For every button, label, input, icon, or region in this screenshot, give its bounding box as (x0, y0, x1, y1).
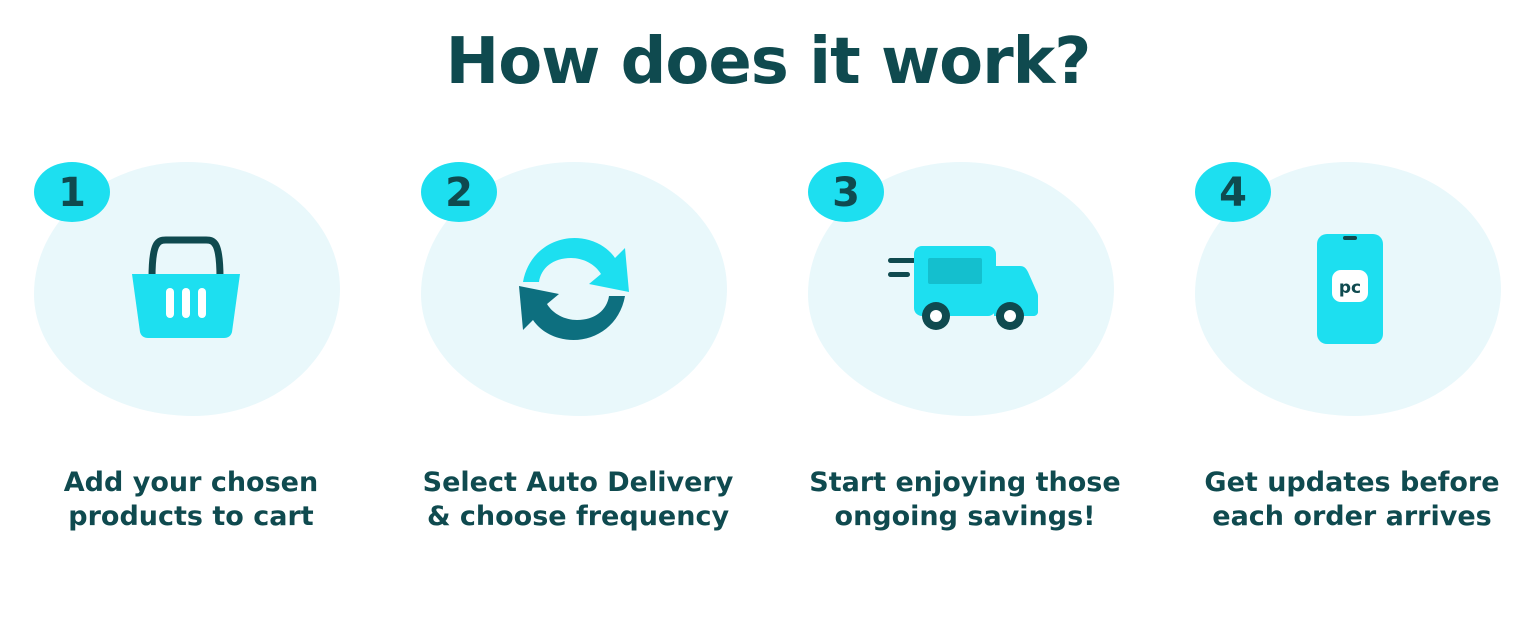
step-4-caption-line-1: Get updates before (1204, 467, 1500, 498)
step-3: 3 Start enjoying those ongoing savings! (774, 0, 1154, 637)
phone-logo: pc (1338, 278, 1362, 298)
step-1-number-badge: 1 (34, 162, 110, 222)
step-3-number-badge: 3 (808, 162, 884, 222)
step-2-caption: Select Auto Delivery & choose frequency (413, 466, 743, 534)
phone-icon (1317, 234, 1383, 344)
step-3-caption: Start enjoying those ongoing savings! (800, 466, 1130, 534)
step-1: 1 Add your chosen products to cart (0, 0, 380, 637)
step-3-caption-line-1: Start enjoying those (809, 467, 1121, 498)
step-2: 2 Select Auto Delivery & choose frequenc… (387, 0, 767, 637)
step-4-caption: Get updates before each order arrives (1187, 466, 1517, 534)
basket-icon (132, 236, 240, 338)
step-3-caption-line-2: ongoing savings! (834, 501, 1096, 532)
step-4-caption-line-2: each order arrives (1212, 501, 1492, 532)
step-1-caption-line-2: products to cart (68, 501, 314, 532)
refresh-icon (519, 237, 629, 341)
delivery-truck-icon (888, 246, 1038, 330)
step-1-caption-line-1: Add your chosen (63, 467, 319, 498)
step-1-caption: Add your chosen products to cart (26, 466, 356, 534)
step-2-number-badge: 2 (421, 162, 497, 222)
step-4: 4 pc Get updates before each order arriv… (1161, 0, 1536, 637)
page-title: How does it work? (445, 25, 1092, 99)
step-4-number-badge: 4 (1195, 162, 1271, 222)
step-2-caption-line-2: & choose frequency (426, 501, 730, 532)
step-2-caption-line-1: Select Auto Delivery (422, 467, 734, 498)
